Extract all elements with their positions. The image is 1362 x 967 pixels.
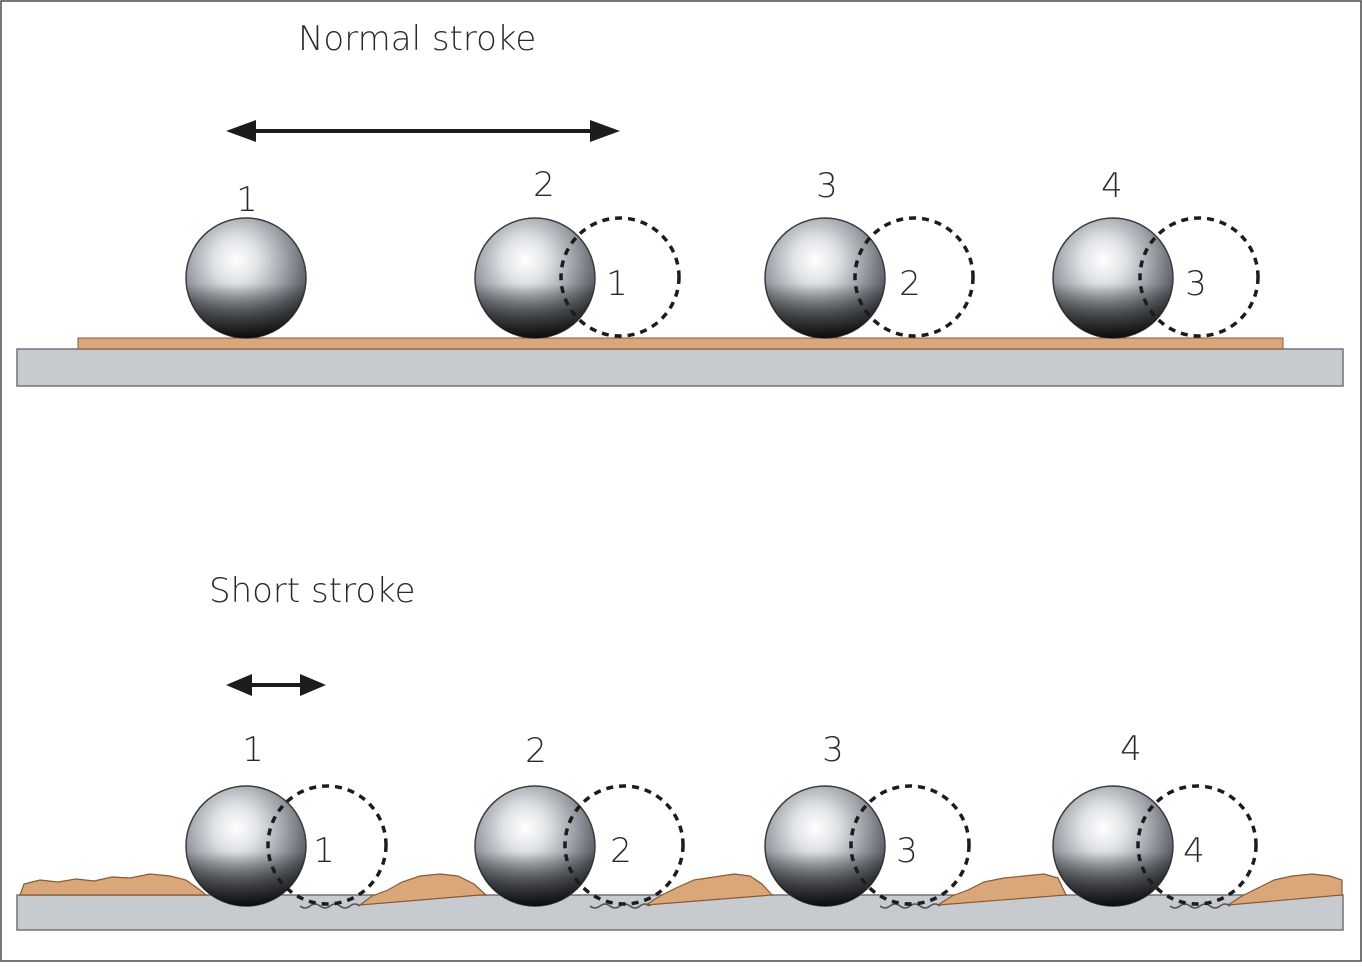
short-ball-4: 4 4 xyxy=(1052,729,1258,907)
short-stroke-panel: Short stroke 1 1 2 2 xyxy=(16,571,1344,931)
normal-base-plate xyxy=(16,348,1344,387)
normal-ghost-circle-2 xyxy=(559,216,681,338)
normal-ball-4-label: 4 xyxy=(1101,166,1123,206)
short-stroke-title: Short stroke xyxy=(209,571,416,611)
short-ghost-4-label: 4 xyxy=(1183,831,1205,871)
short-ball-2-label: 2 xyxy=(525,731,547,771)
normal-ball-3-label: 3 xyxy=(816,166,838,206)
short-ghost-3-label: 3 xyxy=(896,831,918,871)
normal-ball-1: 1 xyxy=(185,180,307,339)
short-ball-3-label: 3 xyxy=(822,730,844,770)
normal-stroke-arrow xyxy=(226,120,620,142)
normal-ball-2-label: 2 xyxy=(533,165,555,205)
short-ghost-2-label: 2 xyxy=(610,831,632,871)
short-ball-4-label: 4 xyxy=(1120,729,1142,769)
short-ghost-circle-2 xyxy=(563,784,685,906)
normal-grease-film xyxy=(77,337,1284,350)
short-wear-marks xyxy=(299,903,1231,909)
normal-ghost-2-label: 1 xyxy=(606,264,628,304)
short-ghost-circle-1 xyxy=(266,784,388,906)
normal-ball-3: 3 2 xyxy=(764,166,975,339)
normal-ball-1-label: 1 xyxy=(236,180,258,220)
short-ghost-circle-3 xyxy=(849,784,971,906)
short-stroke-arrow xyxy=(226,674,326,696)
normal-ghost-4-label: 3 xyxy=(1185,264,1207,304)
normal-ball-4: 4 3 xyxy=(1052,166,1260,339)
short-ghost-circle-4 xyxy=(1136,784,1258,906)
normal-ghost-circle-3 xyxy=(853,216,975,338)
short-grease-piles xyxy=(19,873,1343,906)
short-ghost-1-label: 1 xyxy=(313,831,335,871)
normal-ghost-circle-4 xyxy=(1138,216,1260,338)
normal-ghost-3-label: 2 xyxy=(899,264,921,304)
short-ball-3: 3 3 xyxy=(764,730,971,907)
short-ball-1-label: 1 xyxy=(242,730,264,770)
normal-stroke-title: Normal stroke xyxy=(298,19,536,59)
short-ball-2: 2 2 xyxy=(474,731,685,907)
normal-ball-2: 2 1 xyxy=(474,165,681,339)
short-ball-1: 1 1 xyxy=(185,730,388,907)
normal-stroke-panel: Normal stroke 1 2 1 3 xyxy=(16,19,1344,387)
